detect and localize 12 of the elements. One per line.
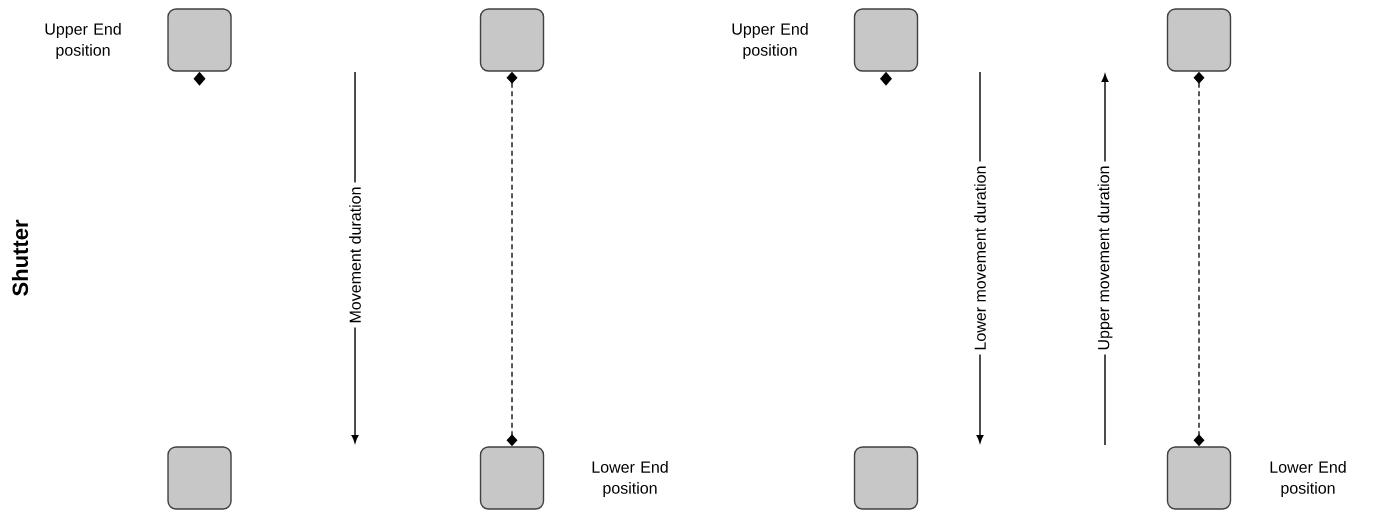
dimension-label: Upper movement duration	[1093, 161, 1117, 355]
dimension-label: Lower movement duration	[970, 161, 990, 355]
row-title: Shutter	[11, 219, 29, 296]
rounded-box	[167, 446, 232, 510]
rounded-box	[853, 446, 919, 510]
rounded-box	[853, 8, 919, 72]
rounded-box	[479, 8, 545, 72]
dimension-label: Movement duration	[345, 182, 365, 328]
rounded-box	[1166, 8, 1232, 72]
rounded-box	[167, 8, 232, 72]
rounded-box	[1166, 446, 1232, 510]
rounded-box	[479, 446, 545, 510]
